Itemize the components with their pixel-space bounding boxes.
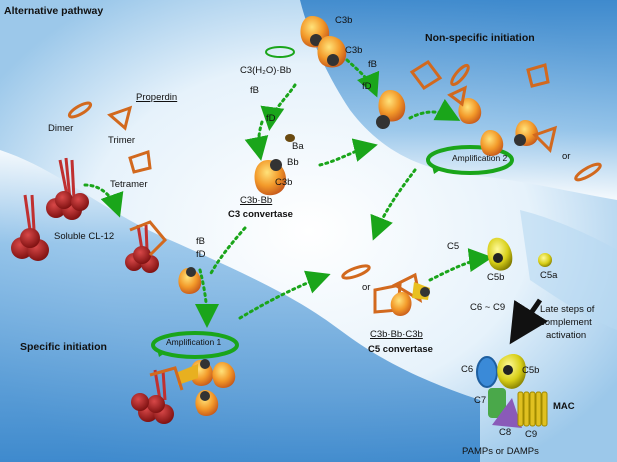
c3b-molecules bbox=[178, 16, 539, 416]
label-c3b-b: C3b bbox=[345, 45, 363, 56]
arrow-nonspecific-right bbox=[408, 98, 461, 121]
properdin-oligomers bbox=[67, 59, 602, 314]
arrow-c3conv-down bbox=[208, 226, 247, 277]
title-alternative-pathway: Alternative pathway bbox=[4, 5, 104, 17]
label-c3h2o-bb: C3(H₂O)·Bb bbox=[240, 65, 292, 76]
label-activation: activation bbox=[546, 330, 587, 341]
label-pamps-damps: PAMPs or DAMPs bbox=[462, 446, 539, 457]
label-amplification-1: Amplification 1 bbox=[166, 337, 222, 347]
label-c5b-mac: C5b bbox=[522, 365, 540, 376]
label-c8: C8 bbox=[499, 427, 512, 438]
arrow-c5-to-c5b bbox=[428, 248, 493, 282]
label-c7: C7 bbox=[474, 395, 487, 406]
cl12-specific-complex bbox=[131, 366, 184, 424]
label-properdin: Properdin bbox=[136, 92, 178, 103]
arrow-fb-fd-down bbox=[194, 268, 219, 328]
label-c3-convertase: C3 convertase bbox=[228, 209, 293, 220]
label-or-c5: or bbox=[362, 282, 371, 293]
tick-over-loop bbox=[265, 46, 295, 58]
arrow-cl12-to-properdin bbox=[83, 183, 124, 218]
label-amplification-2: Amplification 2 bbox=[452, 153, 508, 163]
label-or-right: or bbox=[562, 151, 571, 162]
label-c3b-bb: C3b·Bb bbox=[240, 195, 273, 206]
pathway-arrows bbox=[83, 58, 493, 328]
label-fd-mid: fD bbox=[266, 113, 276, 124]
label-dimer: Dimer bbox=[48, 123, 74, 134]
cl12-membrane-bound bbox=[11, 194, 49, 261]
label-c3b-conv: C3b bbox=[275, 177, 293, 188]
soluble-cl12-molecule bbox=[46, 157, 89, 220]
label-c3b-a: C3b bbox=[335, 15, 353, 26]
label-c6-c9: C6 ~ C9 bbox=[470, 302, 506, 313]
arrow-c3conv-to-nonspecific bbox=[318, 138, 378, 167]
membrane-lower bbox=[0, 150, 480, 462]
label-c3b-bb-c3b: C3b·Bb·C3b bbox=[370, 329, 423, 340]
amplification-2-loop bbox=[426, 145, 514, 175]
label-tetramer: Tetramer bbox=[110, 179, 148, 190]
label-late-steps: Late steps of bbox=[540, 304, 595, 315]
arrow-c3h2o-to-fb bbox=[260, 83, 297, 131]
label-fb-mid: fB bbox=[250, 85, 259, 96]
mac-complex bbox=[476, 354, 548, 428]
label-c5: C5 bbox=[447, 241, 460, 252]
title-specific-initiation: Specific initiation bbox=[20, 341, 107, 353]
label-mac: MAC bbox=[553, 401, 575, 412]
label-fb-left: fB bbox=[196, 236, 205, 247]
label-fd-top-right: fD bbox=[362, 81, 372, 92]
arrow-to-c3-convertase bbox=[244, 120, 269, 161]
label-fb-top-right: fB bbox=[368, 59, 377, 70]
arrow-late-steps bbox=[509, 298, 548, 345]
label-c5a: C5a bbox=[540, 270, 558, 281]
label-ba: Ba bbox=[292, 141, 304, 152]
amplification-1-loop bbox=[151, 331, 239, 359]
label-c5-convertase: C5 convertase bbox=[368, 344, 433, 355]
c5b-c5a bbox=[487, 237, 552, 271]
membrane-right bbox=[520, 210, 617, 330]
arrow-c3b-to-surface bbox=[345, 58, 380, 98]
label-c9: C9 bbox=[525, 429, 538, 440]
label-fd-left: fD bbox=[196, 249, 206, 260]
c5-convertase-complex bbox=[390, 282, 430, 316]
arrow-to-c5conv bbox=[238, 270, 331, 320]
label-trimer: Trimer bbox=[108, 135, 136, 146]
label-c6: C6 bbox=[461, 364, 474, 375]
title-non-specific-initiation: Non-specific initiation bbox=[425, 32, 535, 44]
label-complement: complement bbox=[540, 317, 592, 328]
cl12-properdin-complex bbox=[125, 220, 168, 273]
label-c5b: C5b bbox=[487, 272, 505, 283]
arrow-amp2-to-c5conv bbox=[370, 168, 417, 241]
label-soluble-cl12: Soluble CL-12 bbox=[54, 231, 115, 242]
label-bb: Bb bbox=[287, 157, 299, 168]
